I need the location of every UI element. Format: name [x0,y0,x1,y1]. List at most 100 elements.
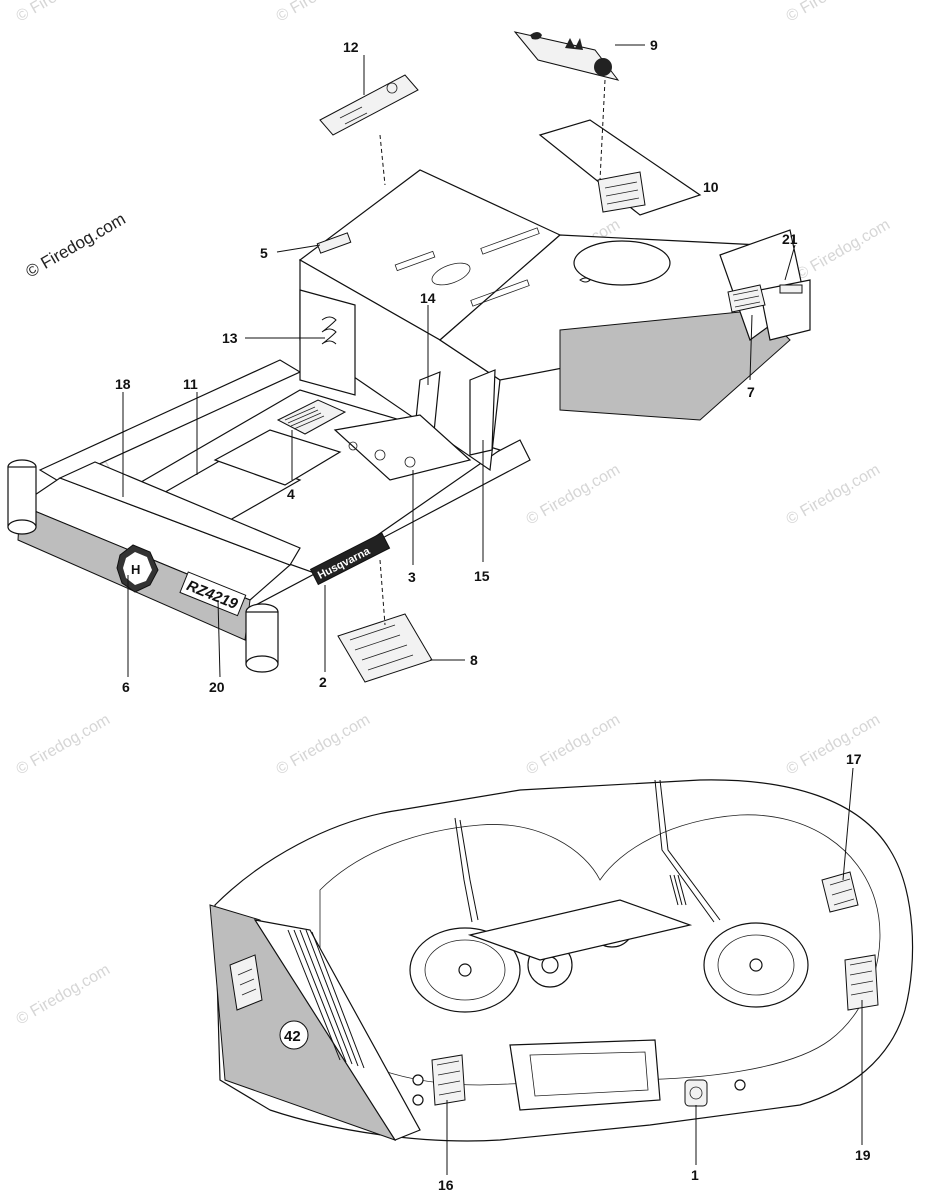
choke-knob-icon [404,456,416,468]
rear-frame-shadow [559,309,791,421]
tension-spring [669,874,687,906]
watermark: © Firedog.com [794,216,894,283]
callout-7: 7 [747,384,755,400]
decal-text-lines [436,1060,462,1096]
callout-6: 6 [122,679,130,695]
right-lift-arm [659,779,721,921]
floating-decal-12 [319,74,419,136]
watermark: © Firedog.com [784,711,884,778]
watermark: © Firedog.com [274,0,374,25]
decal-symbol [689,1086,703,1100]
callout-12: 12 [343,39,359,55]
decal-symbol [386,82,398,94]
discharge-chute [509,1039,661,1111]
callout-21: 21 [782,231,798,247]
decal-text-lines [604,181,640,205]
fuel-tank [573,240,671,286]
blade-pictogram-icon [594,58,612,76]
leader-lines-upper [122,44,796,678]
leader-lines-lower [446,767,863,1175]
decal-text-lines [732,289,761,308]
callout-5: 5 [260,245,268,261]
deck-fastener [734,1079,746,1091]
left-lift-arm [454,817,473,923]
deck-fastener [412,1094,424,1106]
watermark: © Firedog.com [14,961,114,1028]
height-adjust-plate [299,289,356,396]
right-blade-housing-inner [717,934,795,996]
height-notches [321,316,337,345]
discharge-chute-inner [529,1051,649,1097]
deck-size-badge [279,1020,309,1050]
callout-18: 18 [115,376,131,392]
callout-15: 15 [474,568,490,584]
left-spindle-hub [458,963,472,977]
watermark: © Firedog.com [14,0,114,25]
decal-text-lines [829,878,855,906]
left-blade-housing-inner [424,939,506,1001]
idler-arm [467,899,693,961]
callout-1: 1 [691,1167,699,1183]
slot [470,279,530,307]
callout-13: 13 [222,330,238,346]
callout-16: 16 [438,1177,454,1193]
callout-10: 10 [703,179,719,195]
decal-text-lines [237,968,257,996]
callouts-upper: 12 9 10 5 21 14 13 18 11 7 4 3 15 8 6 20… [115,37,798,695]
right-lift-arm [654,779,715,923]
frame-assembly: H RZ4219 Husqvarna [7,119,811,673]
front-bumper-rear [58,461,301,566]
decal-text-lines [349,624,414,671]
callout-2: 2 [319,674,327,690]
callout-4: 4 [287,486,295,502]
callout-19: 19 [855,1147,871,1163]
right-spindle-hub [749,958,763,972]
callout-11: 11 [183,376,198,392]
watermark-main: © Firedog.com [23,209,129,281]
watermark: © Firedog.com [14,711,114,778]
right-caster-column [245,611,279,665]
decal-text-lines [849,960,874,996]
watermark: © Firedog.com [524,461,624,528]
deck-fastener [412,1074,424,1086]
small-decal-21 [779,284,803,294]
small-decal-5 [316,232,352,254]
callout-20: 20 [209,679,225,695]
slot [394,250,436,272]
callout-8: 8 [470,652,478,668]
floor-mat-panel [213,429,342,486]
decal-text-lines [339,106,368,125]
deck-decal-1 [684,1079,708,1107]
seat-spring [579,277,591,283]
callout-9: 9 [650,37,658,53]
decal-text-lines [284,406,325,430]
callout-14: 14 [420,290,436,306]
key-switch-icon [348,441,358,451]
callout-17: 17 [846,751,862,767]
rear-bracket [759,279,811,341]
tree-pictogram-icon [530,32,542,40]
left-lift-arm [459,819,479,921]
deck-size-label: 42 [284,1028,301,1045]
steering-lever-panel [469,369,496,456]
callout-3: 3 [408,569,416,585]
slot [480,227,540,255]
deck-decal-19 [844,954,879,1011]
left-caster-base [7,519,37,535]
watermark: © Firedog.com [784,0,884,25]
watermark: © Firedog.com [524,711,624,778]
svg-text:H: H [131,562,140,577]
watermark: © Firedog.com [784,461,884,528]
watermark: © Firedog.com [274,711,374,778]
right-caster-base [245,655,279,673]
callouts-lower: 17 19 1 16 [438,751,871,1193]
decal-set-upper [276,31,803,683]
dashboard-panel [333,414,472,481]
grass-pictogram-icon [565,38,583,50]
husqvarna-shield-logo: H [116,544,159,593]
throttle-knob-icon [374,449,386,461]
seat-hole [431,262,471,286]
belt-cover [253,919,421,1141]
belt-cover-ribs [287,929,365,1069]
